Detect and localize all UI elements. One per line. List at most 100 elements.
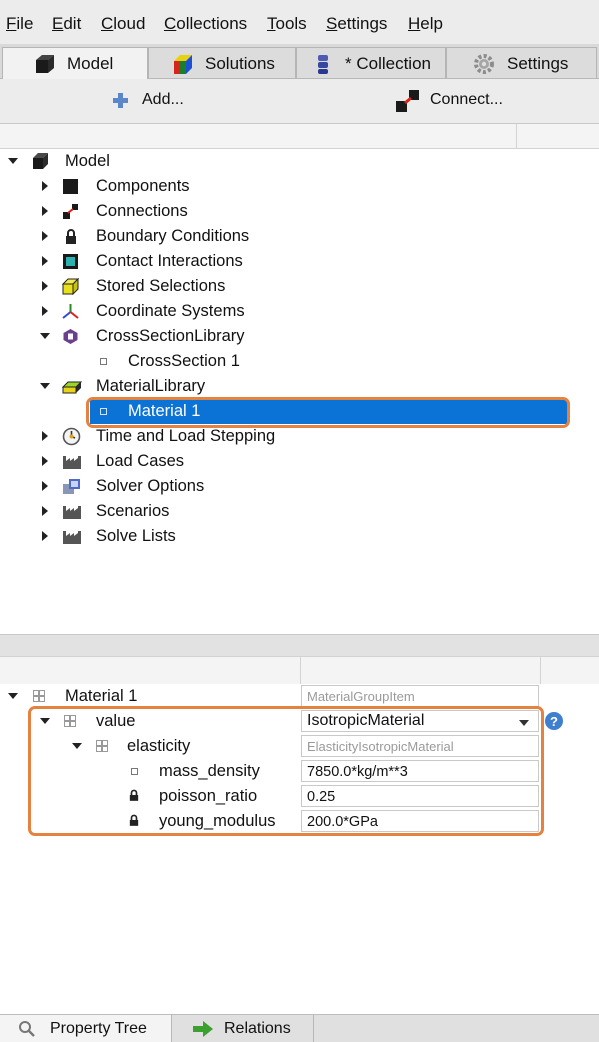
expand-arrow-icon[interactable] [42, 231, 48, 241]
group-icon [64, 715, 76, 727]
expand-arrow-icon[interactable] [42, 306, 48, 316]
expand-arrow-icon[interactable] [42, 256, 48, 266]
tree-row-load-cases[interactable]: Load Cases [0, 449, 599, 474]
tree-label: Time and Load Stepping [96, 427, 276, 445]
menu-edit[interactable]: Edit [52, 14, 82, 33]
connect-icon [396, 90, 419, 112]
poisson-ratio-field[interactable]: 0.25 [301, 785, 539, 807]
collapse-arrow-icon[interactable] [8, 158, 18, 164]
tab-bar: Model Solutions * Collection Settings [0, 44, 599, 79]
collapse-arrow-icon[interactable] [40, 333, 50, 339]
property-row-elasticity[interactable]: elasticity ElasticityIsotropicMaterial [0, 734, 599, 759]
svg-text:?: ? [550, 714, 558, 729]
tab-collection-label: * Collection [345, 54, 431, 73]
tree-row-time-and-load-stepping[interactable]: Time and Load Stepping [0, 424, 599, 449]
property-row-value[interactable]: value IsotropicMaterial ? [0, 709, 599, 734]
property-name: poisson_ratio [159, 787, 258, 805]
item-square-icon [131, 768, 138, 775]
model-tree: Model Components Connections Boundary Co… [0, 149, 599, 634]
collapse-arrow-icon[interactable] [8, 693, 18, 699]
tree-label: Coordinate Systems [96, 302, 245, 320]
property-name: young_modulus [159, 812, 276, 830]
tree-row-contact-interactions[interactable]: Contact Interactions [0, 249, 599, 274]
tree-header [0, 124, 599, 149]
material-type-select[interactable]: IsotropicMaterial [301, 710, 539, 732]
menu-tools[interactable]: Tools [267, 14, 307, 33]
property-row-material-1[interactable]: Material 1 MaterialGroupItem [0, 684, 599, 709]
collapse-arrow-icon[interactable] [40, 718, 50, 724]
menu-collections[interactable]: Collections [164, 14, 248, 33]
property-value: MaterialGroupItem [301, 685, 539, 707]
cube-icon [36, 55, 54, 73]
solver-options-icon [63, 479, 80, 494]
factory-icon [63, 456, 81, 469]
group-icon [33, 690, 45, 702]
menu-file[interactable]: File [6, 14, 34, 33]
tree-row-connections[interactable]: Connections [0, 199, 599, 224]
tree-row-cross-section-1[interactable]: CrossSection 1 [0, 349, 599, 374]
tab-property-tree[interactable]: Property Tree [0, 1015, 172, 1042]
tree-label: Components [96, 177, 190, 195]
expand-arrow-icon[interactable] [42, 506, 48, 516]
tree-row-cross-section-library[interactable]: CrossSectionLibrary [0, 324, 599, 349]
select-value: IsotropicMaterial [307, 712, 425, 729]
tab-model-label: Model [67, 54, 114, 73]
lock-icon [129, 814, 139, 826]
expand-arrow-icon[interactable] [42, 531, 48, 541]
tree-label: Solve Lists [96, 527, 176, 545]
property-header [0, 656, 599, 685]
collapse-arrow-icon[interactable] [72, 743, 82, 749]
tree-row-boundary-conditions[interactable]: Boundary Conditions [0, 224, 599, 249]
tree-row-coordinate-systems[interactable]: Coordinate Systems [0, 299, 599, 324]
clock-icon [62, 427, 81, 446]
tree-label: Solver Options [96, 477, 205, 495]
mass-density-field[interactable]: 7850.0*kg/m**3 [301, 760, 539, 782]
tab-model[interactable]: Model [2, 47, 148, 79]
tree-row-solver-options[interactable]: Solver Options [0, 474, 599, 499]
collapse-arrow-icon[interactable] [40, 383, 50, 389]
plus-icon [113, 93, 128, 108]
property-row-young-modulus[interactable]: young_modulus 200.0*GPa [0, 809, 599, 834]
expand-arrow-icon[interactable] [42, 431, 48, 441]
add-button-label: Add... [142, 91, 184, 108]
expand-arrow-icon[interactable] [42, 281, 48, 291]
tab-settings-label: Settings [507, 54, 569, 73]
property-value: ElasticityIsotropicMaterial [301, 735, 539, 757]
gear-icon [474, 54, 494, 74]
expand-arrow-icon[interactable] [42, 206, 48, 216]
property-name: value [96, 712, 136, 730]
tree-label: Boundary Conditions [96, 227, 250, 245]
lock-icon [66, 229, 76, 244]
tab-relations[interactable]: Relations [172, 1015, 314, 1042]
tree-row-components[interactable]: Components [0, 174, 599, 199]
factory-icon [63, 531, 81, 544]
property-row-poisson-ratio[interactable]: poisson_ratio 0.25 [0, 784, 599, 809]
tree-label: Contact Interactions [96, 252, 243, 270]
tree-row-material-library[interactable]: MaterialLibrary [0, 374, 599, 399]
tree-row-scenarios[interactable]: Scenarios [0, 499, 599, 524]
property-row-mass-density[interactable]: mass_density 7850.0*kg/m**3 [0, 759, 599, 784]
tree-row-material-1[interactable]: Material 1 [0, 399, 599, 424]
expand-arrow-icon[interactable] [42, 181, 48, 191]
panel-splitter[interactable] [0, 634, 599, 657]
tab-collection[interactable]: * Collection [296, 47, 446, 78]
tab-relations-label: Relations [224, 1020, 291, 1037]
young-modulus-field[interactable]: 200.0*GPa [301, 810, 539, 832]
property-name: Material 1 [65, 687, 138, 705]
menu-help[interactable]: Help [408, 14, 443, 33]
menu-cloud[interactable]: Cloud [101, 14, 146, 33]
tree-label: CrossSectionLibrary [96, 327, 245, 345]
tab-solutions[interactable]: Solutions [148, 47, 296, 78]
tree-label: Load Cases [96, 452, 185, 470]
tree-row-stored-selections[interactable]: Stored Selections [0, 274, 599, 299]
tree-row-solve-lists[interactable]: Solve Lists [0, 524, 599, 549]
tree-label: MaterialLibrary [96, 377, 206, 395]
help-icon[interactable]: ? [544, 711, 564, 731]
expand-arrow-icon[interactable] [42, 456, 48, 466]
hexagon-icon [63, 329, 78, 344]
expand-arrow-icon[interactable] [42, 481, 48, 491]
tree-row-model[interactable]: Model [0, 149, 599, 174]
menu-settings[interactable]: Settings [326, 14, 388, 33]
tab-settings[interactable]: Settings [446, 47, 597, 78]
tab-property-tree-label: Property Tree [50, 1020, 147, 1037]
